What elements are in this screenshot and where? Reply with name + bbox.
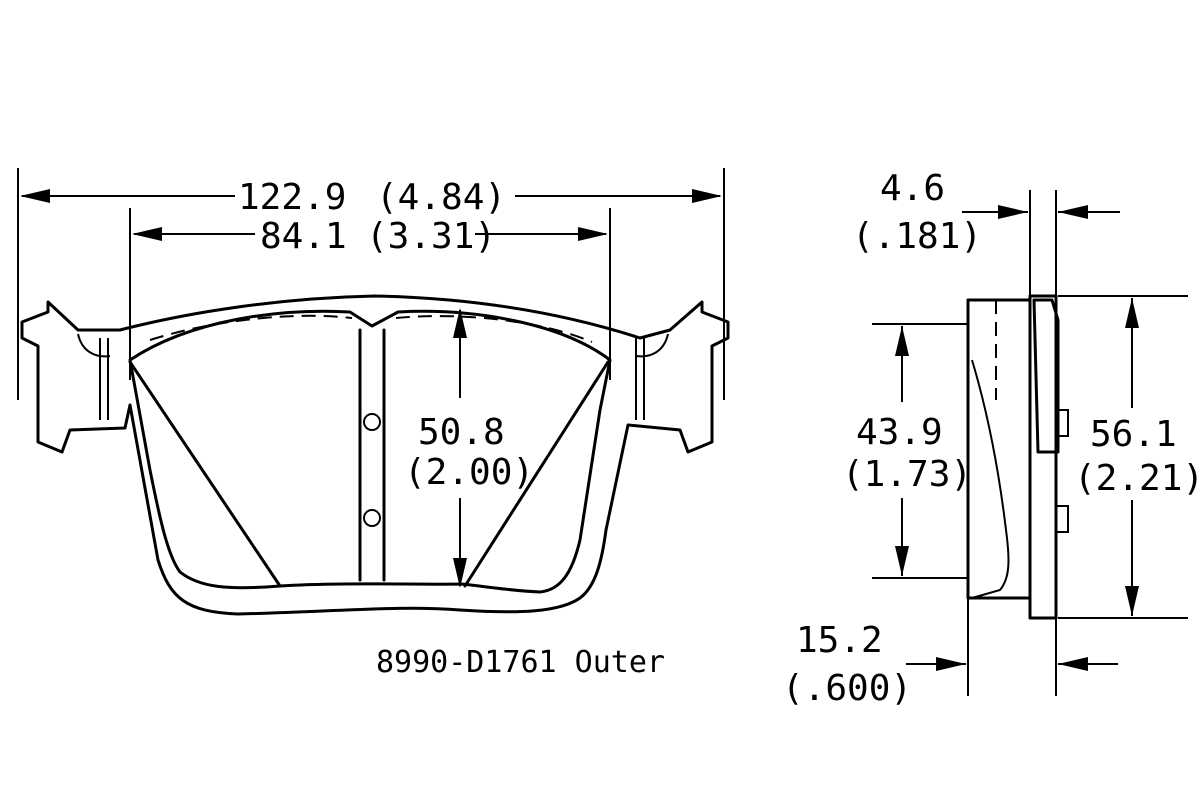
inner-width-in: (3.31)	[366, 216, 496, 257]
arrowhead-right	[578, 227, 608, 241]
arrowhead-left	[20, 189, 50, 203]
pad-height-in: (2.00)	[404, 452, 534, 493]
front-view: 122.9 (4.84) 84.1 (3.31) 50.8 (2.00) 899…	[17, 168, 730, 680]
inner-width-mm: 84.1	[260, 216, 347, 257]
total-thickness-in: (.600)	[782, 668, 912, 709]
arrowhead-right	[936, 657, 966, 671]
arrowhead-right	[692, 189, 722, 203]
arrowhead-up	[1125, 298, 1139, 328]
overall-width-in: (4.84)	[376, 177, 506, 218]
arrowhead-left	[1058, 657, 1088, 671]
part-number-caption: 8990-D1761 Outer	[376, 645, 665, 680]
left-ear-detail	[77, 333, 111, 420]
arrowhead-right	[998, 205, 1028, 219]
side-view: 4.6 (.181) 43.9 (1.73) 56.1 (2.21) 15.2 …	[782, 168, 1200, 709]
pad-height-mm: 50.8	[418, 412, 505, 453]
clip-spring	[1032, 298, 1060, 454]
chamfer-line-right	[463, 360, 610, 588]
friction-height-in: (1.73)	[842, 454, 972, 495]
backing-thickness-mm: 4.6	[880, 168, 945, 209]
arrowhead-left	[1058, 205, 1088, 219]
friction-block-profile	[971, 359, 1010, 599]
clip-tab-lower	[1055, 505, 1069, 533]
arrowhead-up	[895, 326, 909, 356]
arrowhead-down	[895, 546, 909, 576]
backing-thickness-in: (.181)	[852, 216, 982, 257]
friction-block-outline	[966, 298, 1032, 600]
overall-width-mm: 122.9	[238, 177, 346, 218]
right-ear-detail	[635, 333, 669, 420]
overall-height-mm: 56.1	[1090, 414, 1177, 455]
overall-height-in: (2.21)	[1074, 458, 1200, 499]
friction-height-mm: 43.9	[856, 412, 943, 453]
wear-indicator-line	[149, 314, 593, 343]
arrowhead-down	[453, 558, 467, 588]
arrowhead-up	[453, 308, 467, 338]
arrowhead-left	[132, 227, 162, 241]
slot-hole-top	[363, 413, 381, 431]
arrowhead-down	[1125, 586, 1139, 616]
clip-tab-upper	[1055, 409, 1069, 437]
backing-plate-outline	[20, 294, 730, 616]
friction-material-outline	[128, 309, 612, 594]
chamfer-line-left	[128, 360, 282, 588]
total-thickness-mm: 15.2	[796, 620, 883, 661]
slot-hole-bottom	[363, 509, 381, 527]
